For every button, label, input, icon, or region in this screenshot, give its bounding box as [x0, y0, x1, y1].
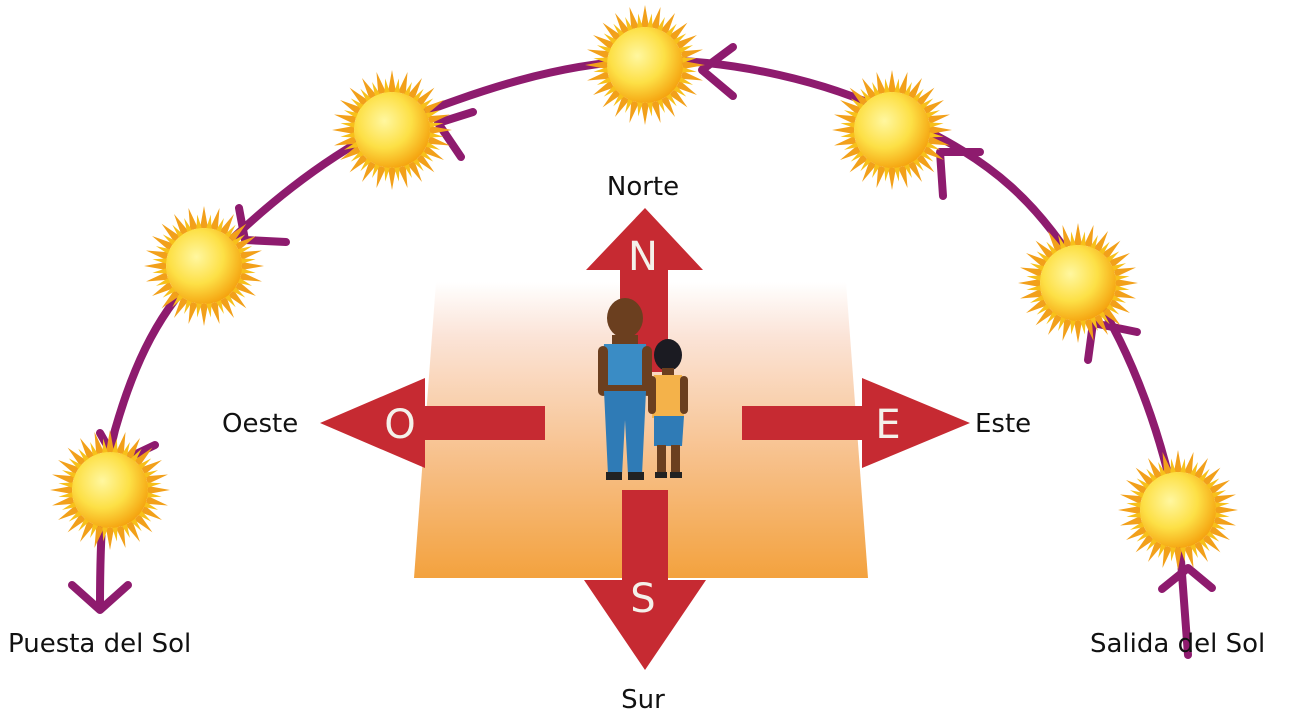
west-arrow — [320, 378, 545, 468]
east-arrow — [742, 378, 970, 468]
west-label: Oeste — [222, 409, 298, 439]
north-arrow — [586, 208, 703, 372]
sun-icon-5 — [332, 70, 452, 190]
people-figures — [598, 298, 688, 480]
south-letter: S — [630, 576, 655, 622]
sun-icon-7 — [50, 430, 171, 550]
south-label: Sur — [621, 685, 665, 715]
child-figure — [648, 339, 688, 478]
east-letter: E — [875, 402, 900, 448]
sun-icon-3 — [832, 70, 952, 190]
north-letter: N — [628, 234, 658, 280]
north-label: Norte — [607, 172, 679, 202]
sun-icon-1 — [1118, 450, 1238, 570]
sun-icon-2 — [1018, 223, 1138, 343]
sunrise-label: Salida del Sol — [1090, 629, 1265, 659]
east-label: Este — [975, 409, 1031, 439]
south-arrow — [584, 490, 706, 670]
compass — [320, 208, 970, 670]
sunset-label: Puesta del Sol — [8, 629, 191, 659]
sun-icon-6 — [144, 206, 264, 326]
sun-icon-4 — [585, 5, 705, 125]
west-letter: O — [384, 402, 415, 448]
